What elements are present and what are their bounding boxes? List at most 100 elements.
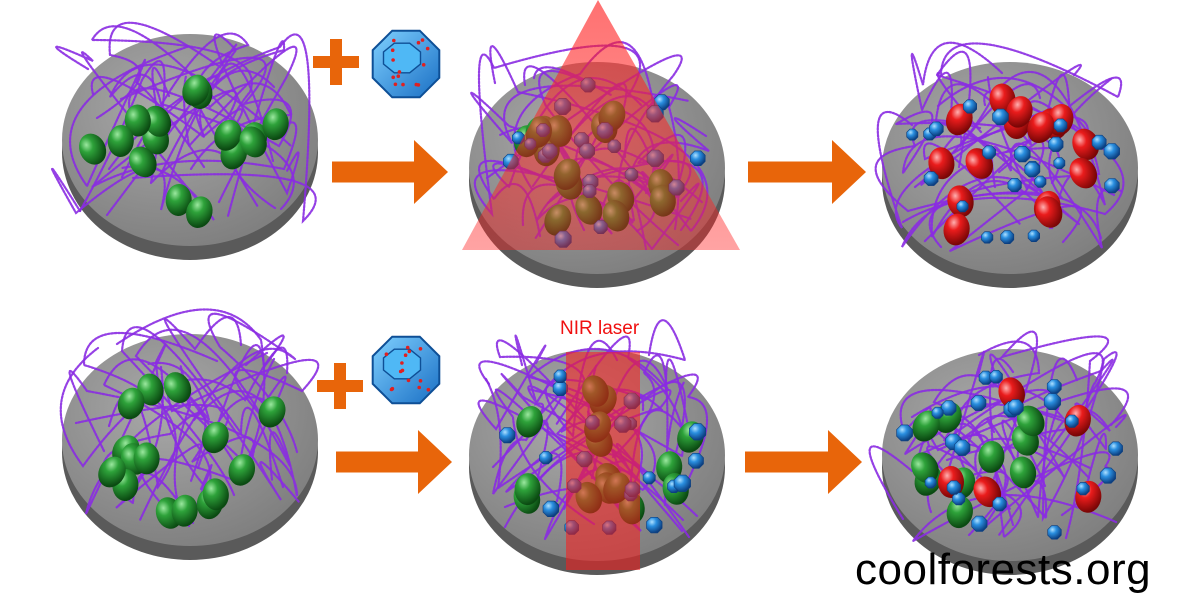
disc-substrate xyxy=(868,330,1138,575)
green-cell xyxy=(912,410,940,442)
nanoparticle-icon xyxy=(690,150,706,166)
nanoparticle-icon xyxy=(896,424,913,442)
green-cell xyxy=(117,387,145,420)
nanoparticle-icon xyxy=(924,476,937,489)
plus-sign-icon xyxy=(317,363,363,409)
polymer-chain xyxy=(949,138,1083,252)
nanoparticle-icon xyxy=(929,121,944,137)
polymer-chain xyxy=(196,357,287,482)
nanoparticle-icon xyxy=(931,406,944,419)
polymer-chain xyxy=(990,142,1123,249)
watermark-text: coolforests.org xyxy=(855,545,1152,594)
nir-laser-label: NIR laser xyxy=(560,318,640,339)
green-cell xyxy=(202,478,229,511)
polymer-chain xyxy=(102,358,212,507)
nanoparticle-icon xyxy=(1034,175,1047,188)
drug-dot xyxy=(393,82,398,87)
nanoparticle-icon xyxy=(1065,414,1079,428)
nanoparticle-icon xyxy=(688,423,707,441)
green-cell xyxy=(202,421,229,454)
nanoparticle-icon xyxy=(1091,134,1107,150)
polymer-chain xyxy=(478,335,685,458)
nanoparticle-icon xyxy=(499,427,516,444)
nanoparticle-icon xyxy=(539,451,553,465)
nanoparticle-icon xyxy=(971,515,988,532)
nanoparticle-icon xyxy=(1103,143,1120,160)
nanoparticle-polyhedron-icon xyxy=(371,29,441,99)
disc-substrate xyxy=(59,308,320,560)
nanoparticle-icon xyxy=(1076,482,1090,496)
red-cell xyxy=(1072,128,1100,160)
green-cell xyxy=(228,454,256,486)
nanoparticle-icon xyxy=(1007,399,1024,416)
nanoparticle-icon xyxy=(946,480,961,495)
nanoparticle-icon xyxy=(1024,161,1040,178)
nanoparticle-icon xyxy=(673,474,691,492)
arrow-right-icon xyxy=(336,430,452,494)
green-cell xyxy=(516,406,543,438)
nanoparticle-icon xyxy=(1007,178,1022,193)
nanoparticle-icon xyxy=(642,471,656,485)
nanoparticle-icon xyxy=(552,380,569,397)
nanoparticle-icon xyxy=(1048,136,1064,152)
drug-dot xyxy=(403,353,408,358)
drug-dot xyxy=(391,75,396,80)
drug-dot xyxy=(414,82,419,87)
nanoparticle-polyhedron-icon xyxy=(371,335,441,405)
nanoparticle-icon xyxy=(1108,441,1123,456)
polymer-chain xyxy=(119,56,293,148)
arrow-right-icon xyxy=(748,140,866,204)
nanoparticle-icon xyxy=(688,452,704,469)
nanoparticle-icon xyxy=(954,439,971,456)
nanoparticle-icon xyxy=(542,500,559,518)
drug-dot xyxy=(405,345,410,350)
nanoparticle-icon xyxy=(970,395,987,411)
drug-dot xyxy=(384,352,389,357)
nanoparticle-icon xyxy=(1047,525,1062,540)
green-cell xyxy=(107,125,134,157)
red-cell xyxy=(1027,111,1055,144)
laser-beam-cone xyxy=(462,0,740,250)
nanoparticle-icon xyxy=(941,400,957,416)
nanoparticle-icon xyxy=(1000,230,1015,244)
green-cell xyxy=(79,133,107,165)
nanoparticle-icon xyxy=(992,108,1009,126)
polymer-chain xyxy=(108,63,295,211)
polymer-chain xyxy=(74,334,285,443)
green-cell xyxy=(163,372,192,404)
nanoparticle-icon xyxy=(553,369,568,384)
polymer-chain xyxy=(926,358,1114,514)
drug-dot xyxy=(396,74,401,78)
nanoparticle-icon xyxy=(1014,146,1031,163)
drug-dot xyxy=(425,46,430,51)
green-cell xyxy=(262,108,289,141)
red-cell xyxy=(1069,157,1098,189)
green-cell xyxy=(171,494,198,527)
drug-dot xyxy=(417,385,422,390)
green-cell xyxy=(128,146,157,178)
nanoparticle-icon xyxy=(982,145,996,160)
red-cell xyxy=(1005,96,1033,128)
nanoparticle-icon xyxy=(1099,467,1116,484)
green-cell xyxy=(1009,456,1037,489)
nanoparticle-icon xyxy=(981,231,994,244)
polymer-chain xyxy=(910,41,1004,117)
red-cell xyxy=(928,147,955,180)
green-cell xyxy=(911,452,939,484)
polymer-chain xyxy=(987,330,1110,540)
nanoparticle-icon xyxy=(1104,178,1120,194)
nanoparticle-icon xyxy=(906,128,919,141)
drug-dot xyxy=(406,378,411,383)
disc-substrate xyxy=(50,21,318,260)
drug-dot xyxy=(421,63,426,67)
red-cell xyxy=(943,213,970,246)
green-cell xyxy=(946,496,973,529)
nanoparticle-icon xyxy=(952,492,966,506)
polymer-chain xyxy=(611,354,686,506)
drug-dot xyxy=(400,361,404,365)
nanoparticle-icon xyxy=(989,370,1003,384)
nanoparticle-icon xyxy=(963,99,978,114)
green-cell xyxy=(133,442,160,475)
arrow-right-icon xyxy=(332,140,448,204)
